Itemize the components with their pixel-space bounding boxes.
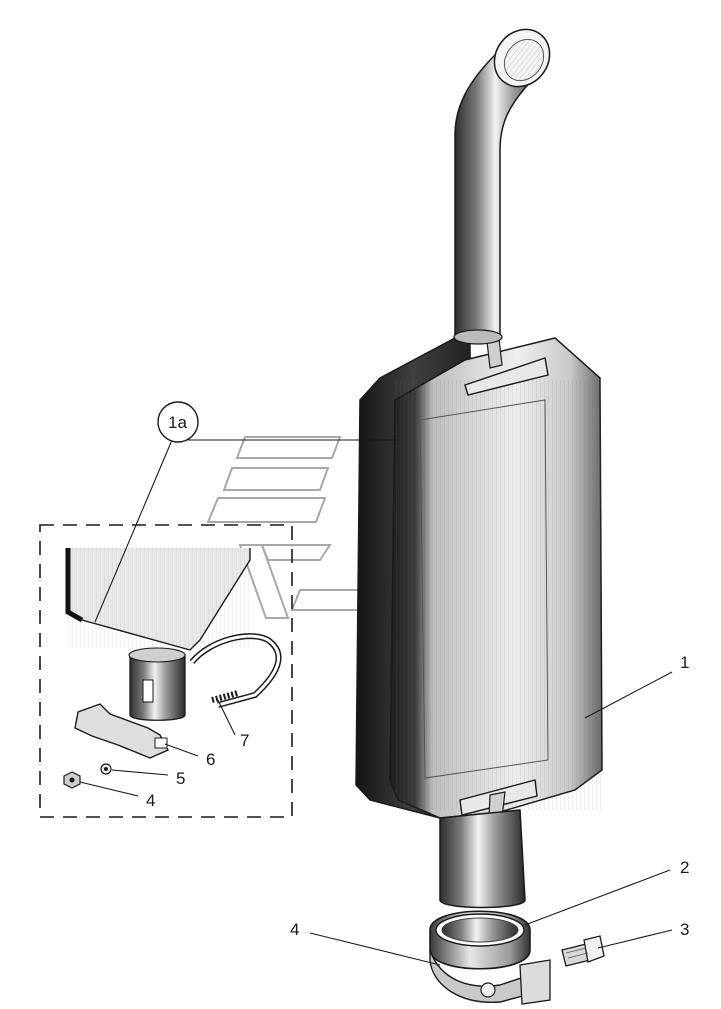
callout-label-4-inset: 4 [146, 791, 155, 810]
inset-bracket [74, 703, 169, 759]
callout-label-5: 5 [176, 769, 185, 788]
callout-label-6: 6 [206, 750, 215, 769]
muffler-body [355, 311, 603, 839]
inset-muffler-section [65, 548, 251, 721]
pipe-clamp [429, 910, 551, 1005]
callout-label-1a: 1a [168, 413, 187, 432]
inset-washer [100, 763, 112, 775]
callout-label-4-main: 4 [290, 920, 299, 939]
callout-label-7: 7 [240, 731, 249, 750]
callout-label-3: 3 [680, 920, 689, 939]
callout-label-1: 1 [680, 653, 689, 672]
inset-u-bolt [189, 633, 282, 708]
bolt [561, 935, 605, 967]
inset-nut [63, 771, 81, 789]
callout-circle-1a [157, 401, 199, 443]
leader-lines [79, 439, 673, 966]
tail-pipe [453, 28, 551, 345]
inset-detail-frame [39, 524, 293, 818]
inlet-pipe [439, 809, 526, 909]
callout-label-2: 2 [680, 858, 689, 877]
